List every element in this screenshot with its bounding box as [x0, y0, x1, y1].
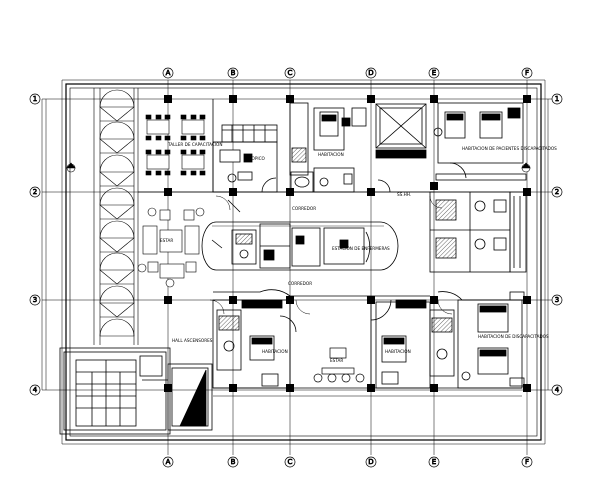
svg-text:B: B	[231, 69, 236, 77]
room-label-discapacitados-br: HABITACION DE DISCAPACITADOS	[478, 334, 549, 339]
room-label-corredor-mid: CORREDOR	[288, 281, 312, 286]
room-label-estar-bottom: ESTAR	[330, 358, 343, 363]
column-bubble-bottom-c: C	[284, 456, 296, 468]
column-bubble-bottom-a: A	[162, 456, 174, 468]
elevator-shaft	[167, 363, 213, 431]
estar-bottom	[313, 347, 365, 383]
nurses-station	[201, 221, 399, 271]
room-label-taller: TALLER DE CAPACITACION	[167, 142, 222, 147]
svg-text:3: 3	[555, 296, 559, 304]
room-label-habitacion-bl: HABITACION	[262, 349, 288, 354]
door-swings	[209, 195, 453, 315]
row-bubble-left-3: 3	[29, 294, 41, 306]
svg-text:C: C	[288, 69, 293, 77]
row-bubble-right-2: 2	[551, 186, 563, 198]
svg-text:D: D	[368, 69, 373, 77]
training-room-furniture	[145, 114, 206, 176]
column-bubble-top-f: F	[521, 67, 533, 79]
svg-text:4: 4	[33, 386, 38, 394]
svg-text:F: F	[525, 458, 529, 466]
svg-text:E: E	[432, 69, 436, 77]
sshh-right	[429, 191, 527, 273]
row-bubble-right-4: 4	[551, 384, 563, 396]
grid-bubbles: A B C D E F A B C D E F 1 2 3 4 1 2 3 4	[29, 67, 563, 468]
column-bubble-bottom-e: E	[428, 456, 440, 468]
top-habitacion	[289, 102, 367, 193]
grid-lines	[42, 80, 555, 455]
svg-text:D: D	[368, 458, 373, 466]
room-label-corredor-top: CORREDOR	[292, 206, 316, 211]
svg-text:4: 4	[555, 386, 560, 394]
habitacion-pacientes	[433, 102, 527, 181]
room-label-hall: HALL ASCENSORES	[172, 338, 213, 343]
column-bubble-top-e: E	[428, 67, 440, 79]
row-bubble-right-1: 1	[551, 93, 563, 105]
lounge-furniture	[137, 207, 205, 288]
column-bubble-bottom-b: B	[227, 456, 239, 468]
hall-ascensores	[59, 347, 171, 435]
svg-text:1: 1	[555, 95, 559, 103]
room-label-habitacion-br: HABITACION	[385, 349, 411, 354]
row-bubble-right-3: 3	[551, 294, 563, 306]
habitacion-bottom-right	[375, 299, 455, 389]
svg-text:1: 1	[33, 95, 37, 103]
svg-text:F: F	[525, 69, 529, 77]
room-label-enfermeras: ESTACION DE ENFERMERAS	[332, 246, 390, 251]
corridor-top	[213, 179, 434, 213]
column-bubble-top-b: B	[227, 67, 239, 79]
room-label-habitacion-pacientes: HABITACION DE PACIENTES DISCAPACITADOS	[462, 146, 557, 151]
svg-text:A: A	[166, 458, 171, 466]
row-bubble-left-4: 4	[29, 384, 41, 396]
room-label-topico: TOPICO	[248, 156, 266, 161]
column-bubble-bottom-d: D	[365, 456, 377, 468]
row-bubble-left-2: 2	[29, 186, 41, 198]
svg-text:3: 3	[33, 296, 37, 304]
habitacion-discapacitados	[457, 291, 525, 389]
outer-walls	[41, 79, 549, 445]
column-bubble-top-a: A	[162, 67, 174, 79]
svg-text:B: B	[231, 458, 236, 466]
column-bubble-top-d: D	[365, 67, 377, 79]
svg-text:A: A	[166, 69, 171, 77]
section-markers	[66, 162, 531, 173]
svg-text:2: 2	[555, 188, 559, 196]
room-label-habitacion-top: HABITACION	[318, 152, 344, 157]
room-label-estar: ESTAR	[160, 238, 173, 243]
shaft-d	[375, 103, 427, 159]
topico-room	[212, 124, 278, 193]
svg-text:E: E	[432, 458, 436, 466]
bottom-partitions	[213, 299, 522, 397]
svg-text:C: C	[288, 458, 293, 466]
column-bubble-top-c: C	[284, 67, 296, 79]
habitacion-bottom-left	[212, 299, 297, 389]
room-label-sshh: SS.HH.	[397, 192, 411, 197]
svg-text:2: 2	[33, 188, 37, 196]
row-bubble-left-1: 1	[29, 93, 41, 105]
facade-curtain	[93, 88, 139, 345]
column-bubble-bottom-f: F	[521, 456, 533, 468]
